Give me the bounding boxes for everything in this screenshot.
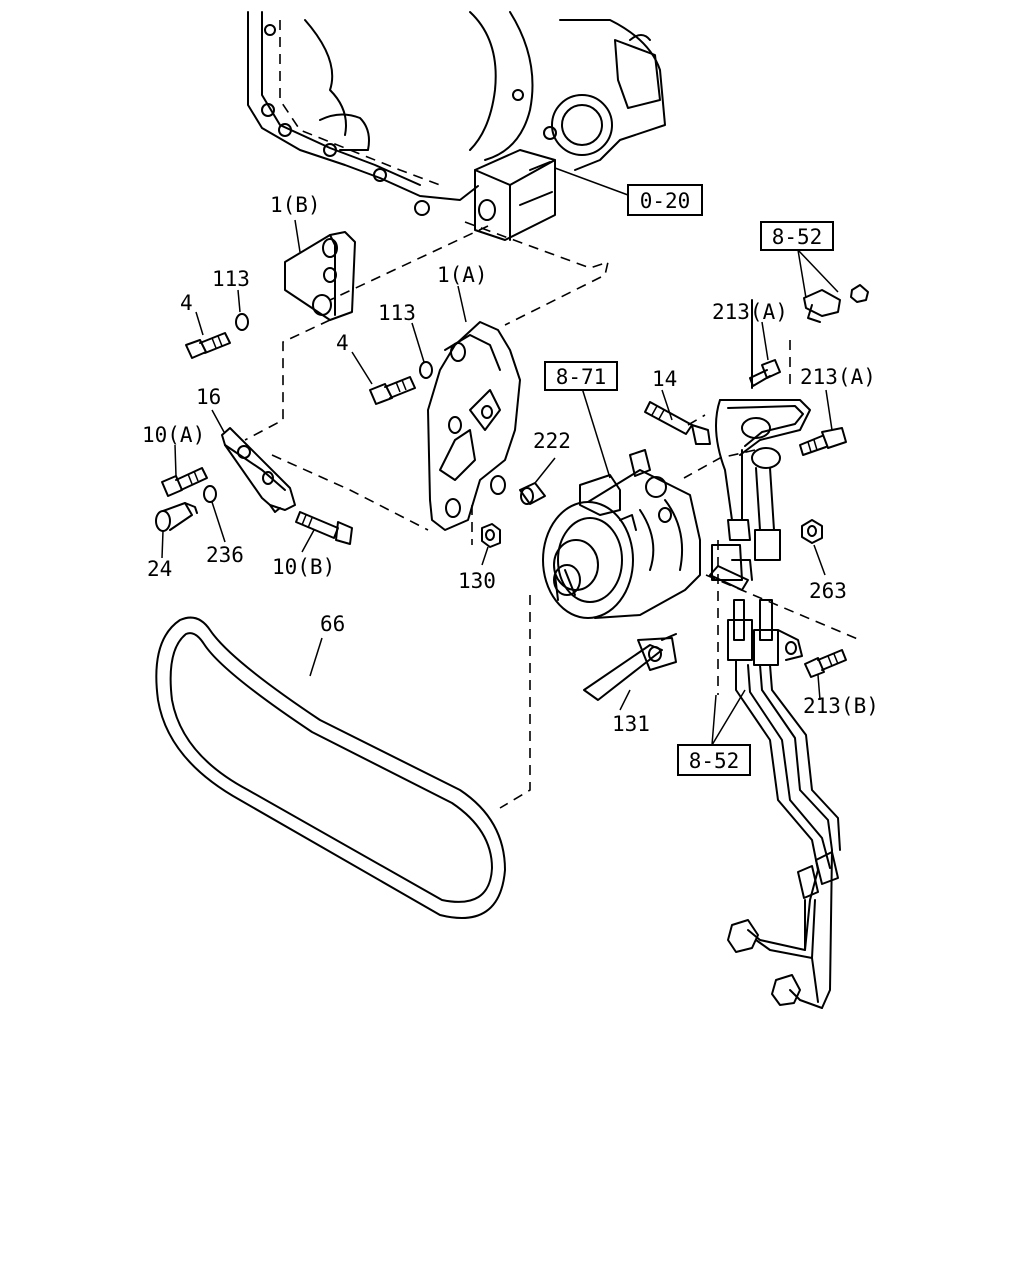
ref-label-8-52-top: 8-52 [772, 225, 823, 249]
ref-label-8-71: 8-71 [556, 365, 607, 389]
leader-lines [161, 167, 839, 746]
nut-130 [481, 523, 501, 548]
bolt-213a-right [799, 427, 847, 456]
bracket-1a [427, 321, 521, 531]
bolt-213a-top [749, 359, 781, 387]
part-label-236: 236 [206, 543, 244, 567]
part-label-14: 14 [652, 367, 677, 391]
nut-263 [801, 519, 823, 544]
part-label-1a: 1(A) [437, 263, 488, 287]
ref-box-8-71[interactable]: 8-71 [544, 361, 618, 391]
washer-113-top [235, 313, 249, 331]
bolt-4-mid [369, 376, 416, 405]
part-label-213a-top: 213(A) [712, 300, 788, 324]
bolt-24 [155, 502, 198, 532]
bracket-131 [583, 633, 677, 701]
part-label-10a: 10(A) [142, 423, 205, 447]
part-label-16: 16 [196, 385, 221, 409]
part-label-4-mid: 4 [336, 331, 349, 355]
part-label-1b: 1(B) [270, 193, 321, 217]
engine-housing [247, 11, 666, 241]
assembly-lines [244, 221, 861, 809]
bolt-14 [644, 401, 711, 445]
ref-label-8-52-bottom: 8-52 [689, 749, 740, 773]
part-label-263: 263 [809, 579, 847, 603]
bolt-4-top [185, 332, 231, 359]
ref-label-0-20: 0-20 [640, 189, 691, 213]
ref-box-0-20[interactable]: 0-20 [627, 184, 703, 216]
part-label-130: 130 [458, 569, 496, 593]
part-label-66: 66 [320, 612, 345, 636]
bracket-1b [284, 231, 356, 321]
part-label-10b: 10(B) [272, 555, 335, 579]
part-label-4-top: 4 [180, 291, 193, 315]
part-label-24: 24 [147, 557, 172, 581]
bolt-213b [804, 649, 847, 678]
ref-box-8-52-top[interactable]: 8-52 [760, 221, 834, 251]
part-label-213b: 213(B) [803, 694, 879, 718]
part-label-113-mid: 113 [378, 301, 416, 325]
part-label-131: 131 [612, 712, 650, 736]
bracket-16 [221, 427, 296, 513]
bolt-10b [295, 511, 353, 545]
part-label-213a-right: 213(A) [800, 365, 876, 389]
washer-236 [203, 485, 217, 503]
part-label-113-top: 113 [212, 267, 250, 291]
part-label-222: 222 [533, 429, 571, 453]
compressor [542, 449, 701, 619]
belt-66 [155, 616, 506, 919]
ref-box-8-52-bottom[interactable]: 8-52 [677, 744, 751, 776]
ac-pipes [709, 284, 869, 1009]
spacer-222 [519, 482, 546, 505]
washer-113-mid [419, 361, 433, 379]
bolt-10a [161, 467, 208, 497]
